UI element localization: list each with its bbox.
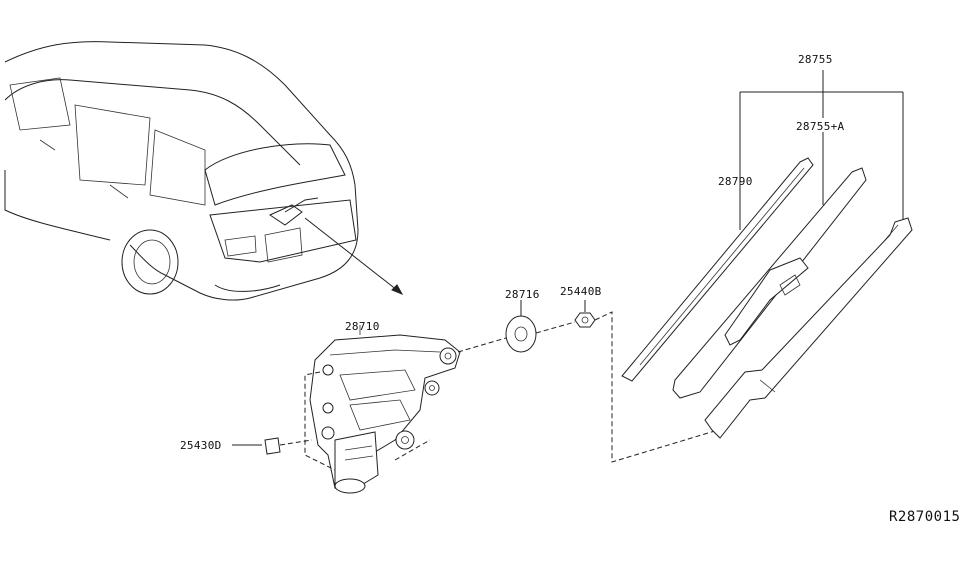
vehicle-illustration: [4, 41, 404, 301]
pivot-cap-illustration: [457, 300, 537, 353]
part-label-blade-refill: 28755+A: [796, 120, 845, 133]
reference-code: R2870015: [889, 509, 961, 525]
arm-cover-illustration: [704, 217, 913, 439]
part-label-bolt: 25430D: [180, 439, 222, 452]
bolt-illustration: [232, 437, 313, 455]
nut-illustration: [535, 300, 719, 463]
part-label-arm: 28790: [718, 175, 753, 188]
wiper-blade-illustration: [621, 157, 814, 382]
part-label-motor: 28710: [345, 320, 380, 333]
part-label-assembly: 28755: [798, 53, 833, 66]
part-label-cap: 28716: [505, 288, 540, 301]
wiper-arm-illustration: [672, 167, 867, 399]
wiper-motor-illustration: [304, 325, 461, 494]
part-label-nut: 25440B: [560, 285, 602, 298]
assembly-bracket: [739, 70, 904, 230]
